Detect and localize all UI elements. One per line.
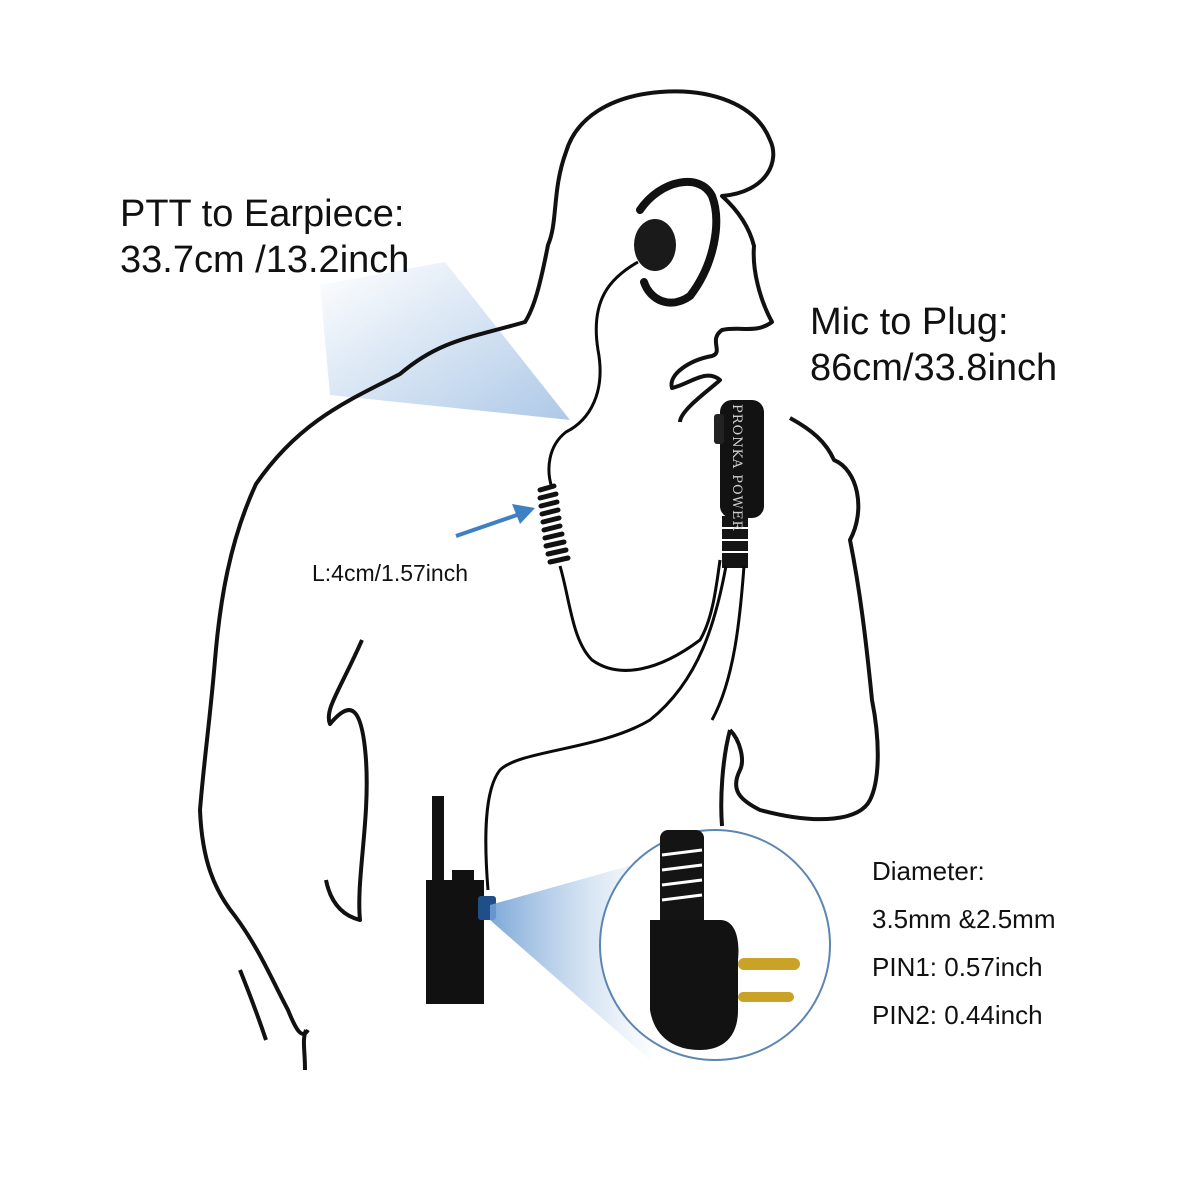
ear-hook — [636, 178, 721, 307]
specs-diameter: 3.5mm &2.5mm — [872, 904, 1056, 934]
coil-arrow-head — [512, 504, 535, 524]
earpiece-cable — [547, 260, 639, 489]
back-outline — [238, 969, 308, 1071]
radio-icon — [426, 796, 496, 1004]
coil-length-label: L:4cm/1.57inch — [312, 560, 468, 586]
coil-arrow — [455, 512, 521, 538]
ptt-highlight-beam — [320, 262, 570, 420]
mic-cables — [484, 565, 746, 891]
mic-label: Mic to Plug: 86cm/33.8inch — [810, 300, 1057, 391]
coil-cord — [537, 483, 571, 565]
mic-title: Mic to Plug: — [810, 301, 1009, 343]
right-arm-outline — [728, 416, 880, 822]
ptt-value: 33.7cm /13.2inch — [120, 238, 410, 281]
mic-strain-relief — [722, 516, 748, 568]
ptt-button — [714, 414, 724, 444]
specs-title: Diameter: — [872, 856, 985, 886]
plug-icon — [650, 830, 800, 1050]
lower-cable — [558, 559, 722, 672]
earbud — [634, 219, 676, 271]
mic-brand-logo: PRONKA POWER — [729, 404, 744, 532]
specs-pin1: PIN1: 0.57inch — [872, 952, 1043, 982]
ptt-mic — [720, 400, 764, 518]
ptt-title: PTT to Earpiece: — [120, 193, 405, 235]
specs-pin2: PIN2: 0.44inch — [872, 1000, 1043, 1030]
ptt-label: PTT to Earpiece: 33.7cm /13.2inch — [120, 192, 409, 283]
arm-outline — [324, 639, 369, 922]
torso-right-outline — [719, 729, 732, 827]
plug-specs: Diameter: 3.5mm &2.5mm PIN1: 0.57inch PI… — [872, 856, 1056, 1048]
mic-value: 86cm/33.8inch — [810, 346, 1058, 389]
person-outline — [198, 89, 776, 1036]
